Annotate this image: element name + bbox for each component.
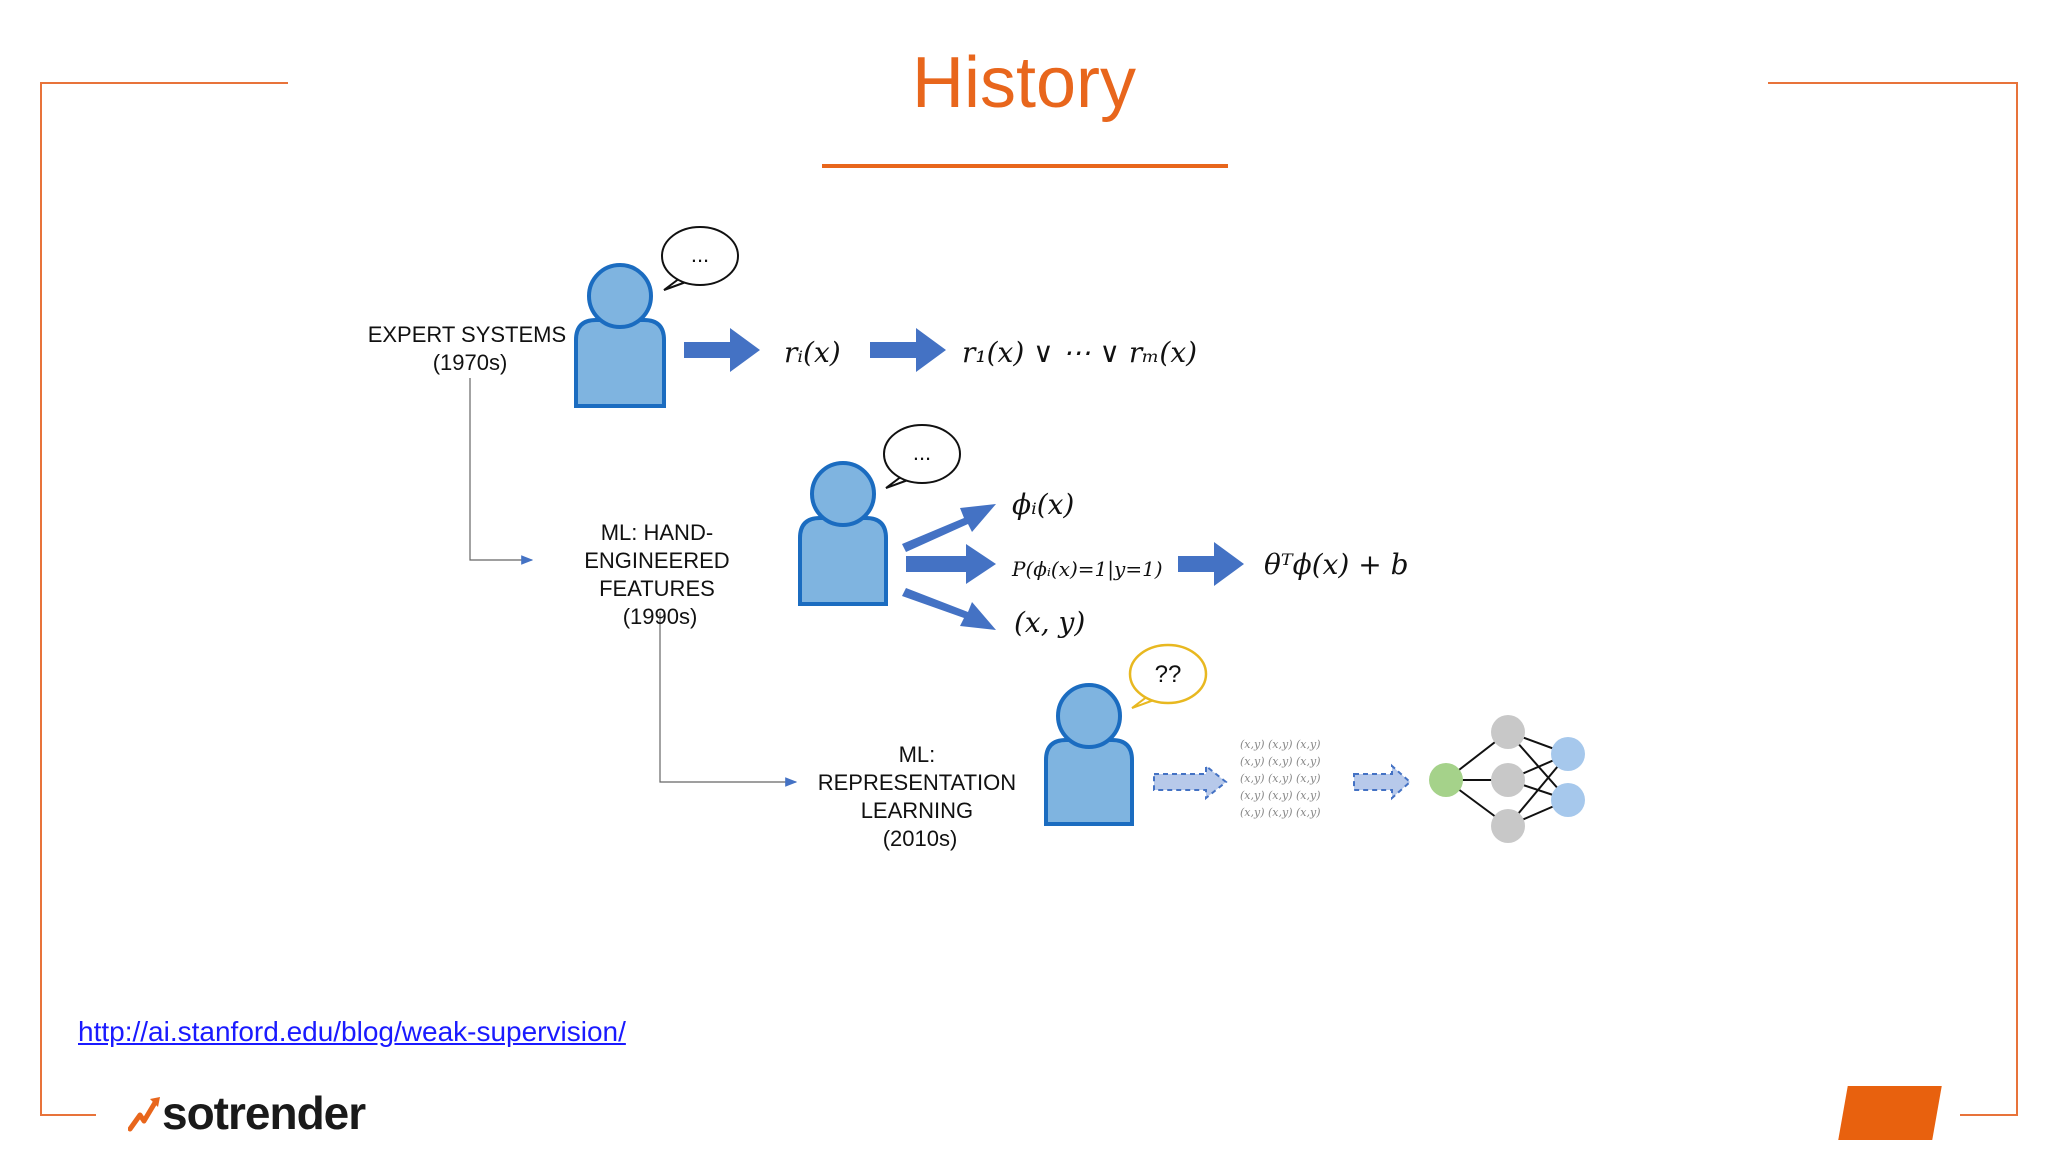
- frame-left: [40, 82, 42, 1116]
- connector-1970s-1990s: [469, 378, 534, 565]
- expr-disjunction: r₁(x) ∨ ⋯ ∨ rₘ(x): [962, 336, 1197, 369]
- arrow-to-model: [1178, 542, 1244, 586]
- output-node: [1551, 783, 1585, 817]
- person-icon-expert: [574, 263, 666, 408]
- svg-text:(x,y) (x,y) (x,y): (x,y) (x,y) (x,y): [1240, 755, 1321, 768]
- svg-text:(x,y) (x,y) (x,y): (x,y) (x,y) (x,y): [1240, 738, 1321, 751]
- stage-label-hand-engineered: ML: HAND- ENGINEERED FEATURES (1990s): [584, 520, 736, 629]
- dashed-arrow-to-data: [1153, 763, 1228, 801]
- arrow-to-pair: [902, 588, 996, 630]
- frame-bottom-left: [40, 1114, 96, 1116]
- svg-text:...: ...: [913, 440, 931, 465]
- svg-text:(x,y) (x,y) (x,y): (x,y) (x,y) (x,y): [1240, 772, 1321, 785]
- arrow-to-disjunction: [870, 328, 946, 372]
- slide-title: History: [911, 43, 1136, 123]
- expr-feature: ϕᵢ(x): [1012, 488, 1074, 521]
- speech-bubble-question: ??: [1128, 643, 1208, 709]
- frame-right: [2016, 82, 2018, 1116]
- title-underline: [822, 164, 1228, 168]
- person-icon-representation: [1044, 683, 1134, 826]
- hidden-node: [1491, 809, 1525, 843]
- person-icon-hand-engineered: [798, 461, 888, 606]
- input-node: [1429, 763, 1463, 797]
- speech-bubble-hand-engineered: ...: [883, 424, 961, 489]
- svg-text:(x,y) (x,y) (x,y): (x,y) (x,y) (x,y): [1240, 806, 1321, 819]
- data-pair-grid: (x,y) (x,y) (x,y) (x,y) (x,y) (x,y) (x,y…: [1240, 738, 1321, 819]
- expr-pair: (x, y): [1014, 606, 1085, 639]
- corner-accent-shape: [1838, 1086, 1942, 1140]
- frame-bottom-right: [1960, 1114, 2018, 1116]
- arrow-to-prob: [906, 544, 996, 584]
- source-link[interactable]: http://ai.stanford.edu/blog/weak-supervi…: [78, 1016, 626, 1047]
- expr-model: θᵀϕ(x) + b: [1264, 548, 1409, 581]
- svg-text:(x,y) (x,y) (x,y): (x,y) (x,y) (x,y): [1240, 789, 1321, 802]
- logo-trend-icon: [128, 1097, 160, 1132]
- dashed-arrow-to-network: [1353, 763, 1412, 801]
- stage-label-representation: ML: REPRESENTATION LEARNING (2010s): [818, 742, 1023, 851]
- logo-wordmark: sotrender: [162, 1087, 366, 1139]
- expr-rule: rᵢ(x): [784, 336, 841, 369]
- speech-bubble-expert: ...: [661, 226, 739, 291]
- arrow-to-feature: [902, 504, 996, 552]
- hidden-node: [1491, 715, 1525, 749]
- sotrender-logo: sotrender: [128, 1086, 366, 1140]
- hidden-node: [1491, 763, 1525, 797]
- frame-top-right: [1768, 82, 2018, 84]
- svg-text:??: ??: [1155, 661, 1182, 688]
- svg-text:...: ...: [691, 242, 709, 267]
- connector-1990s-2010s: [659, 612, 798, 787]
- arrow-to-rule: [684, 328, 760, 372]
- frame-top-left: [40, 82, 288, 84]
- stage-label-expert-systems: EXPERT SYSTEMS (1970s): [368, 322, 573, 375]
- expr-prob: P(ϕᵢ(x)=1|y=1): [1011, 557, 1163, 582]
- output-node: [1551, 737, 1585, 771]
- neural-network-graphic: [1429, 715, 1585, 843]
